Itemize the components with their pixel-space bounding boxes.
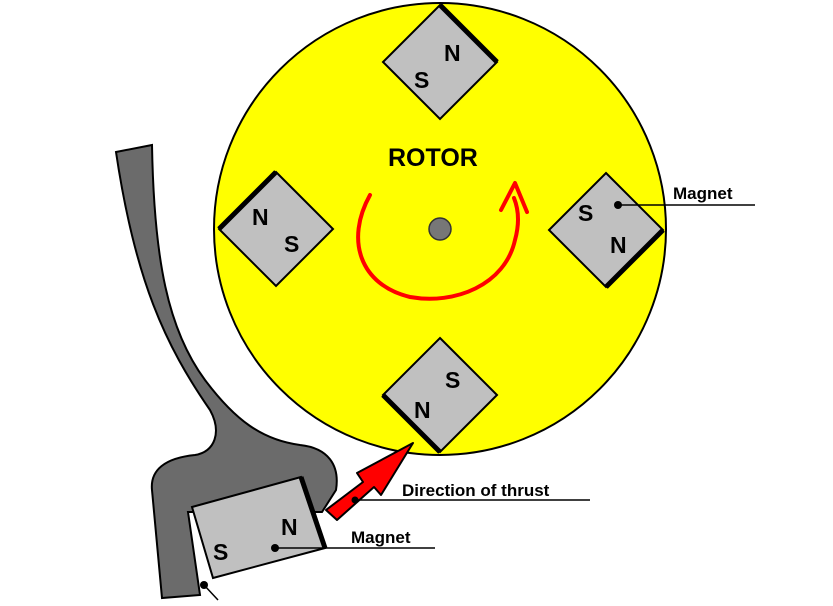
rotor-magnet-top-pole-n: N xyxy=(444,40,461,66)
rotor-magnet-left-north-edge xyxy=(217,170,278,231)
thrust-arrow xyxy=(325,442,414,521)
rotor-magnet-top-north-edge xyxy=(438,3,499,64)
stator-magnet-label: Magnet xyxy=(351,528,411,547)
rotor-magnet-right-pole-s: S xyxy=(578,200,593,226)
stator-pole-s: S xyxy=(213,539,228,565)
rotor-magnet-bottom-pole-n: N xyxy=(414,397,431,423)
rotation-arrow xyxy=(356,181,529,301)
thrust-label: Direction of thrust xyxy=(402,481,550,500)
rotor-magnet-left: N S xyxy=(217,170,335,288)
rotor-magnet-bottom: S N xyxy=(381,336,499,454)
stator-arm-leader xyxy=(203,584,219,601)
stator-magnet-north-edge xyxy=(298,476,328,549)
rotor-magnet-right-north-edge xyxy=(604,228,665,289)
rotor-magnet-top: N S xyxy=(381,3,499,121)
stator-pole-n: N xyxy=(281,514,298,540)
rotor-magnet-left-pole-n: N xyxy=(252,204,269,230)
rotor-magnet-label: Magnet xyxy=(673,184,733,203)
rotor-magnet-bottom-north-edge xyxy=(381,393,442,454)
rotor-magnet-bottom-pole-s: S xyxy=(445,367,460,393)
rotor-title: ROTOR xyxy=(388,144,478,172)
stator-magnet: N S xyxy=(190,475,328,580)
rotor-magnet-right: S N xyxy=(547,171,665,289)
rotor-magnet-right-pole-n: N xyxy=(610,232,627,258)
rotor-hub xyxy=(428,217,452,241)
rotor-magnet-left-pole-s: S xyxy=(284,231,299,257)
rotor-magnet-top-pole-s: S xyxy=(414,67,429,93)
